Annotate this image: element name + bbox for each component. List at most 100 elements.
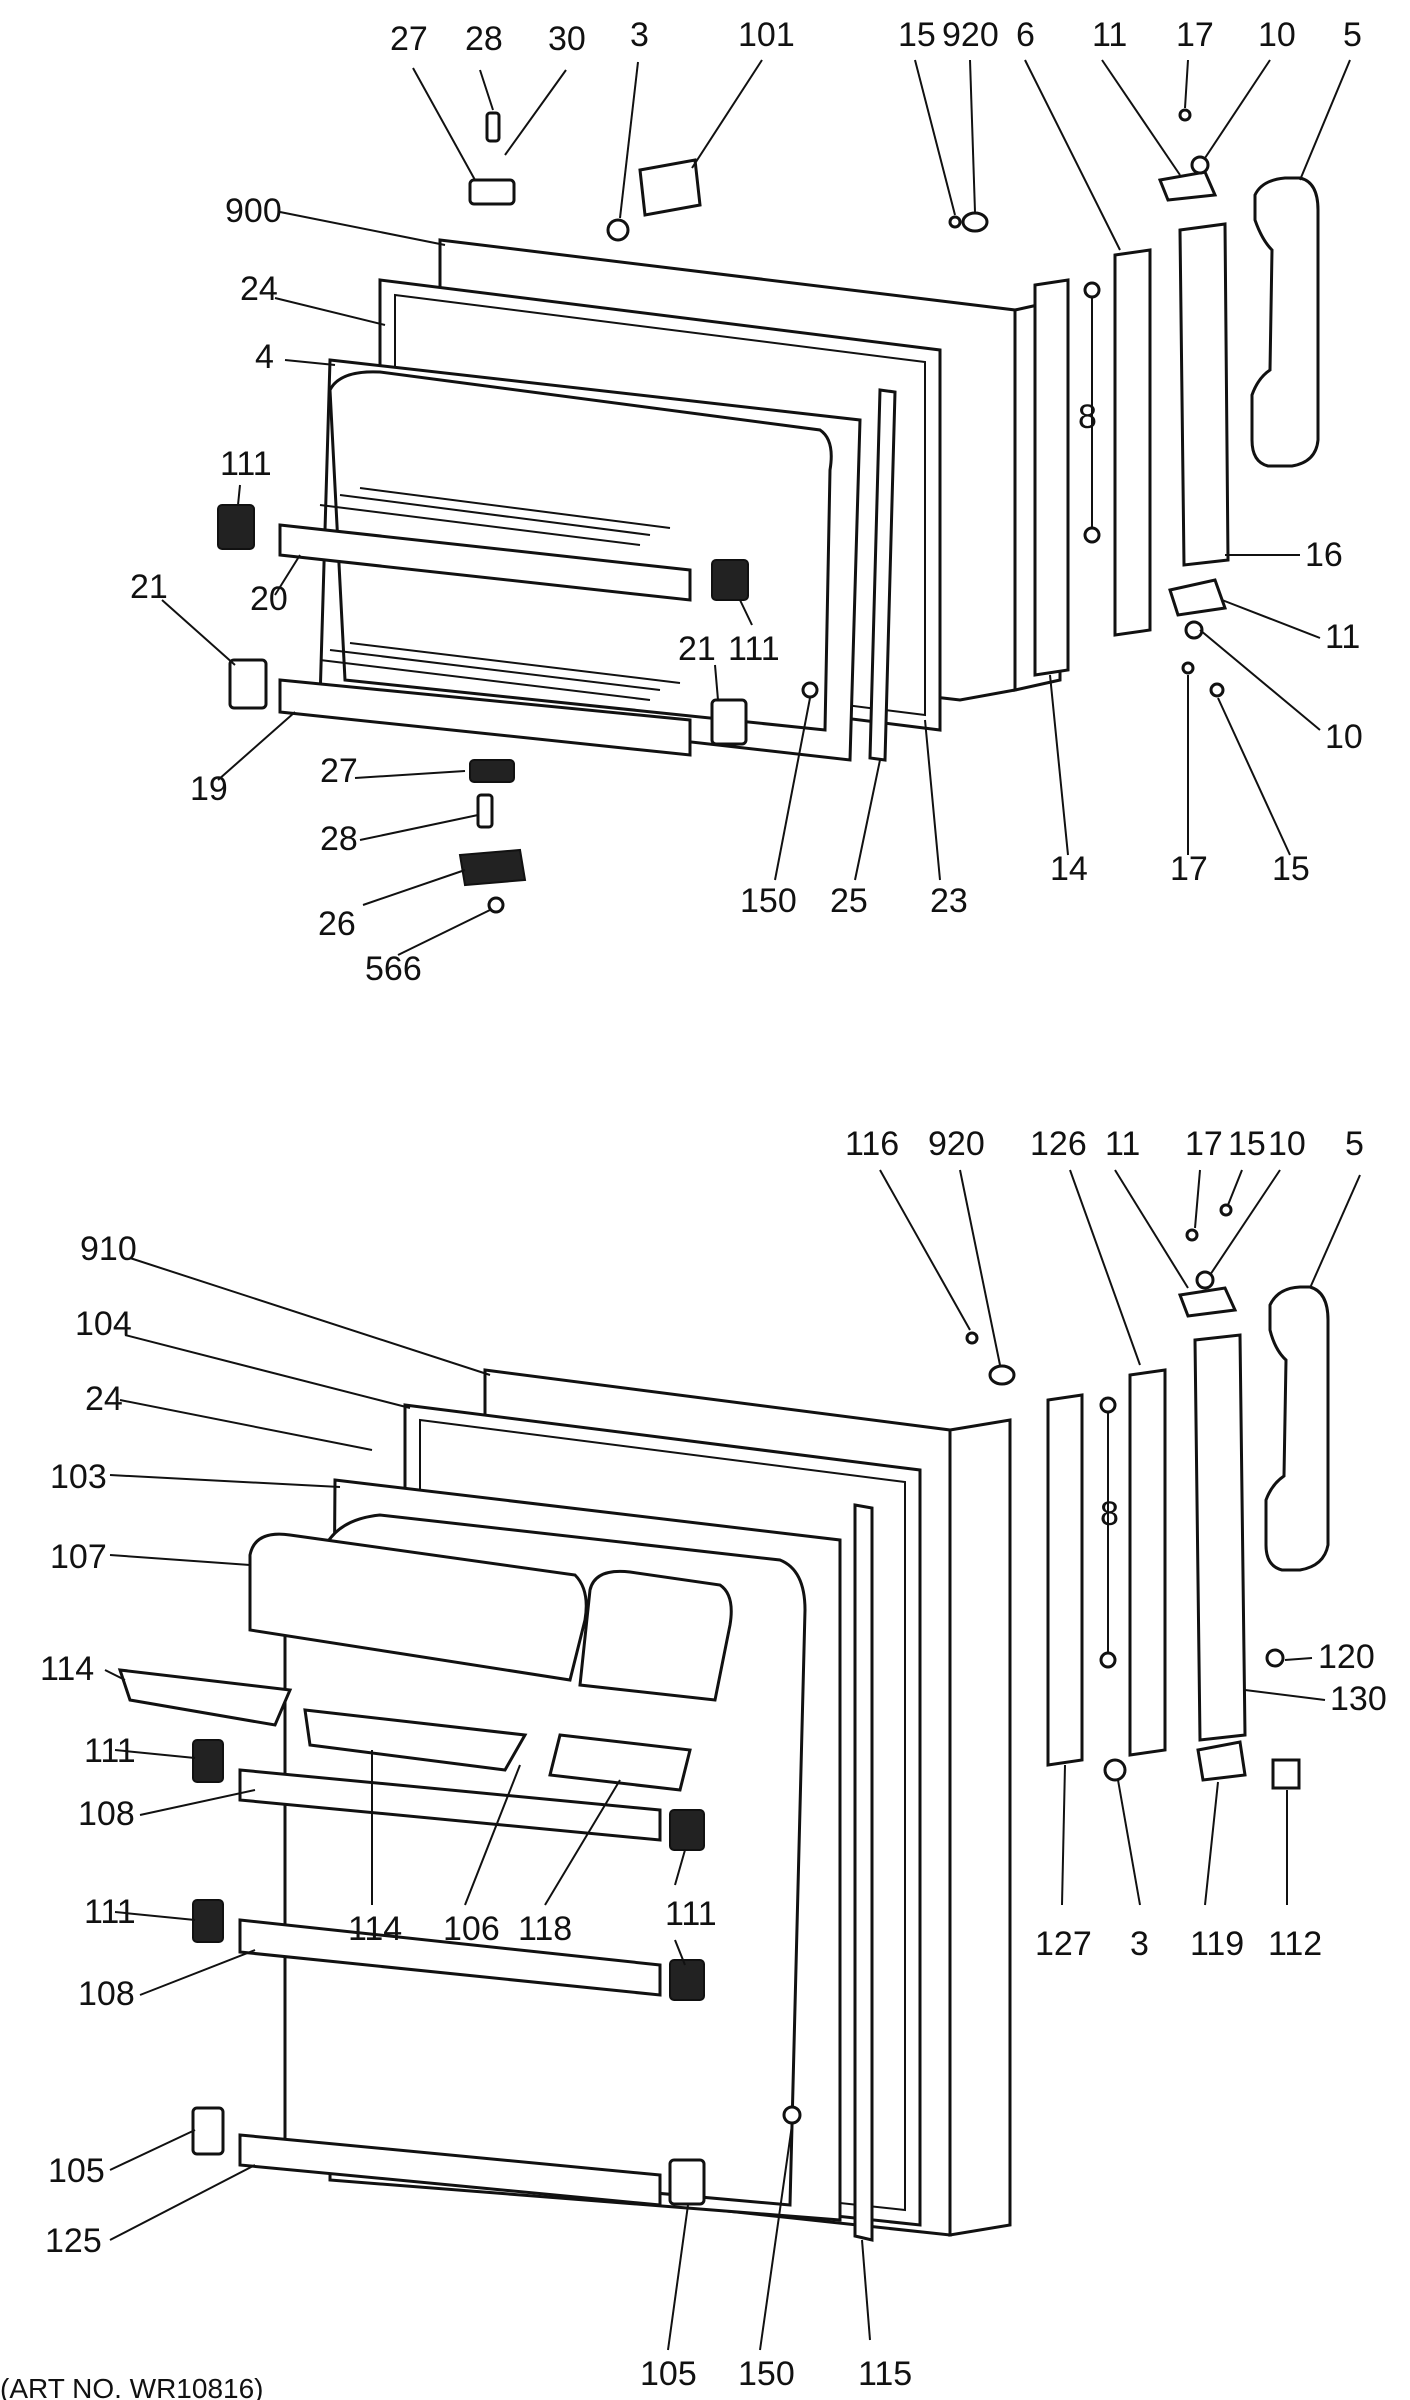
callout-label: 30 (548, 20, 586, 58)
callout-label: 26 (318, 905, 356, 943)
freezer-handle-washer-bottom (1184, 620, 1204, 640)
callout-label: 104 (75, 1305, 132, 1343)
callout-label: 11 (1325, 618, 1360, 656)
callout-label: 108 (78, 1795, 135, 1833)
fresh-food-trim-strip-left (1046, 1393, 1084, 1767)
callout-label: 4 (255, 338, 274, 376)
freezer-door-label (638, 158, 702, 217)
freezer-hinge-top (468, 178, 516, 206)
callout-label: 16 (1305, 536, 1343, 574)
callout-label: 5 (1343, 16, 1362, 54)
fresh-food-callouts: 116 920 126 11 17 15 10 5 910 104 24 103… (40, 1125, 1387, 2393)
freezer-hinge-bottom (469, 759, 515, 783)
freezer-hinge-plate (458, 848, 527, 887)
callout-label: 111 (84, 1732, 136, 1770)
freezer-handle-cap-top (1157, 170, 1218, 202)
fresh-food-bracket-left-middle (192, 1899, 224, 1943)
fresh-food-handle-plug (1265, 1648, 1285, 1668)
callout-label: 15 (1228, 1125, 1266, 1163)
callout-label: 150 (738, 2355, 795, 2393)
callout-label: 24 (240, 270, 278, 308)
fresh-food-handle-washer (1195, 1270, 1215, 1290)
callout-label: 14 (1050, 850, 1088, 888)
callout-label: 111 (84, 1893, 136, 1931)
callout-label: 111 (220, 445, 272, 483)
callout-label: 10 (1258, 16, 1296, 54)
fresh-food-shelf-lower (238, 2133, 662, 2207)
callout-label: 150 (740, 882, 797, 920)
callout-label: 910 (80, 1230, 137, 1268)
fresh-food-handle-screw-a (1185, 1228, 1199, 1242)
callout-label: 115 (858, 2355, 912, 2393)
callout-label: 108 (78, 1975, 135, 2013)
fresh-food-bracket-left-upper (192, 1739, 224, 1783)
callout-label: 114 (40, 1650, 94, 1688)
callout-label: 19 (190, 770, 228, 808)
fresh-food-handle (1264, 1285, 1330, 1572)
freezer-shelf-bracket-right-lower (710, 698, 748, 746)
freezer-hinge-pin-top (485, 111, 501, 143)
fresh-food-bracket-right-middle (669, 1959, 705, 2001)
fresh-food-trim-strip-right (1128, 1368, 1167, 1757)
freezer-shelf-bracket-left-upper (217, 504, 255, 550)
fresh-food-door-assembly (117, 1203, 1330, 2242)
freezer-shelf-ridges-upper (319, 487, 671, 546)
fresh-food-dairy-compartment-left (248, 1532, 588, 1682)
callout-label: 21 (678, 630, 716, 668)
callout-label: 27 (390, 20, 428, 58)
fresh-food-handle-channel (1193, 1333, 1247, 1742)
callout-label: 900 (225, 192, 282, 230)
callout-label: 112 (1268, 1925, 1322, 1963)
freezer-hinge-pin-bottom (476, 793, 494, 829)
fresh-food-bracket-left-lower (191, 2106, 225, 2156)
callout-label: 17 (1170, 850, 1208, 888)
freezer-handle-screw-top (1178, 108, 1192, 122)
fresh-food-handle-clip (1271, 1758, 1301, 1790)
freezer-liner-inner (328, 370, 833, 732)
callout-label: 28 (320, 820, 358, 858)
fresh-food-handle-cap-bottom (1196, 1740, 1247, 1782)
freezer-breaker-strip (868, 388, 897, 762)
fresh-food-trim-screw-bottom (1099, 1651, 1117, 1669)
fresh-food-screw-top (965, 1331, 979, 1345)
callout-label: 25 (830, 882, 868, 920)
callout-label: 920 (942, 16, 999, 54)
freezer-door-plug (606, 218, 630, 242)
freezer-handle-washer-top (1190, 155, 1210, 175)
callout-label: 27 (320, 752, 358, 790)
art-number: (ART NO. WR10816) (0, 2373, 263, 2400)
callout-label: 116 (845, 1125, 899, 1163)
callout-label: 111 (665, 1895, 717, 1933)
callout-label: 120 (1318, 1638, 1375, 1676)
fresh-food-handle-screw-b (1219, 1203, 1233, 1217)
callout-label: 125 (45, 2222, 102, 2260)
freezer-shelf-bracket-right-upper (711, 559, 749, 601)
fresh-food-dairy-compartment-right (578, 1569, 733, 1702)
callout-label: 114 (348, 1910, 402, 1948)
callout-label: 10 (1268, 1125, 1306, 1163)
fresh-food-breaker-strip (853, 1503, 874, 2242)
freezer-handle-screw-bottom-left (1181, 661, 1195, 675)
callout-label: 17 (1185, 1125, 1223, 1163)
fresh-food-shelf-upper (238, 1768, 662, 1842)
fresh-food-bracket-right-upper (669, 1809, 705, 1851)
callout-label: 105 (640, 2355, 697, 2393)
fresh-food-egg-tray-left (117, 1668, 293, 1727)
callout-label: 126 (1030, 1125, 1087, 1163)
fresh-food-door-plug (1103, 1758, 1127, 1782)
freezer-hole-plug (961, 211, 989, 233)
callout-label: 17 (1176, 16, 1214, 54)
callout-label: 24 (85, 1380, 123, 1418)
callout-label: 8 (1100, 1495, 1119, 1533)
callout-label: 15 (898, 16, 936, 54)
callout-label: 105 (48, 2152, 105, 2190)
freezer-trim-screw-top (1083, 281, 1101, 299)
freezer-screw-top (948, 215, 962, 229)
fresh-food-butter-tray (548, 1733, 692, 1792)
freezer-trim-screw-bottom (1083, 526, 1101, 544)
freezer-shelf-lower (278, 678, 692, 757)
freezer-center-screw (801, 681, 819, 699)
callout-label: 920 (928, 1125, 985, 1163)
freezer-door-assembly (217, 108, 1320, 914)
callout-label: 21 (130, 568, 168, 606)
